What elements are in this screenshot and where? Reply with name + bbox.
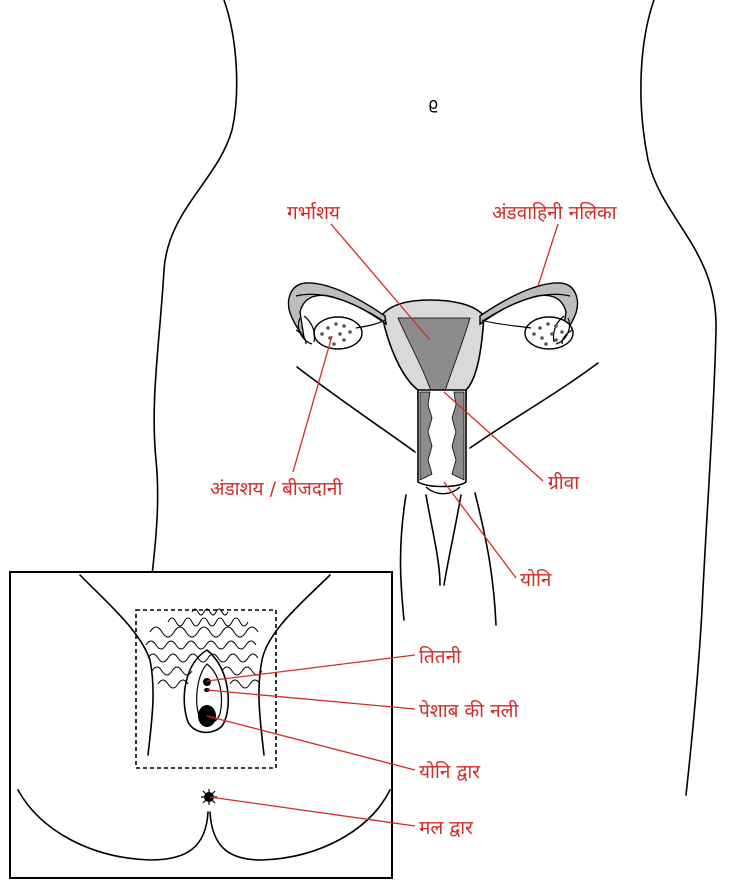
navel-mark: ϱ [428,94,438,113]
clitoris-shape [203,678,211,686]
fallopian-tube-leader [538,224,558,286]
anus-label: मल द्वार [419,817,474,839]
reproductive-organs [289,283,578,494]
inset-frame [10,572,392,878]
cervix-label: ग्रीवा [548,471,580,494]
fallopian-tube-label: अंडवाहिनी नलिका [492,201,618,224]
vaginal-opening-label: योनि द्वार [419,760,481,783]
uterus-label: गर्भाशय [287,201,341,224]
vagina-label: योनि [520,568,552,591]
ovary-right [525,317,573,349]
ovary-leader [293,336,332,472]
clitoris-label: तितनी [419,645,462,668]
urethra-label: पेशाब की नली [419,699,520,722]
ovary-label: अंडाशय / बीजदानी [210,477,343,500]
